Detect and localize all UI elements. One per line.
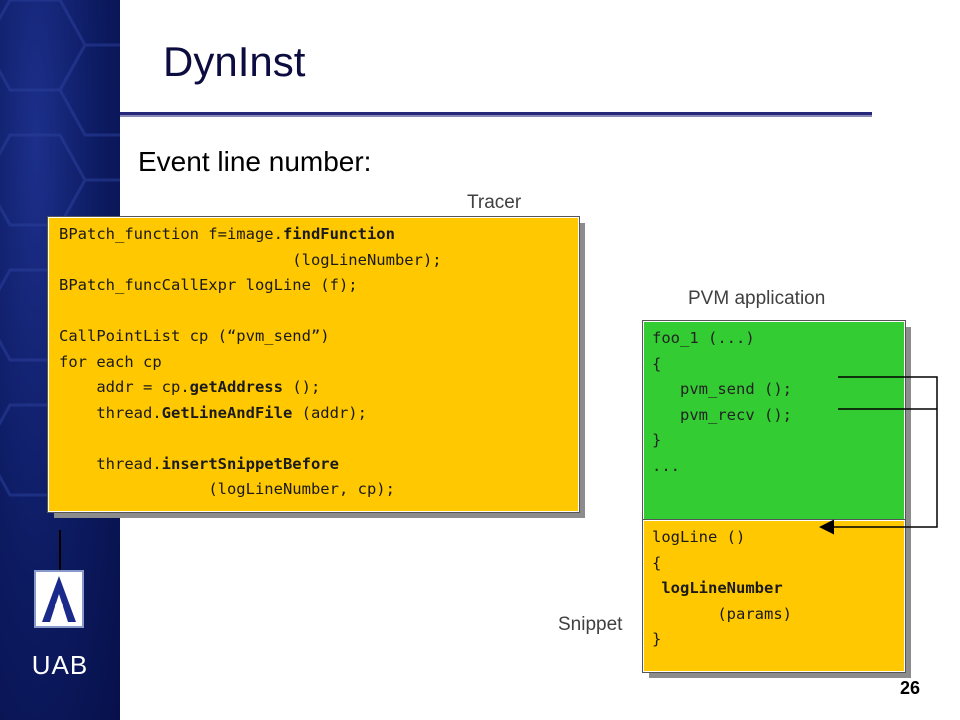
code-line: { [652,553,662,572]
pvm-application-label: PVM application [688,288,826,309]
code-line: foo_1 (...) [652,329,755,347]
snippet-label: Snippet [558,614,623,635]
code-kw: GetLineAndFile [161,403,293,422]
code-kw: insertSnippetBefore [161,454,339,473]
uab-logo [34,570,84,628]
code-post: (); [282,378,321,396]
code-line: thread.GetLineAndFile (addr); [59,401,568,427]
code-post: (logLineNumber, cp); [208,480,395,498]
snippet-code-box: logLine () { logLineNumber (params)} [642,519,906,673]
title-rule-shadow [120,115,872,117]
code-line: } [652,431,662,449]
code-line: pvm_send (); [652,380,792,398]
tracer-label: Tracer [467,192,522,213]
code-pre: CallPointList cp (“pvm_send”) [59,327,330,345]
code-line: logLineNumber [652,579,783,597]
page-number: 26 [900,678,921,698]
slide-title: DynInst [163,38,306,85]
code-line: (logLineNumber); [59,248,568,274]
code-line: (logLineNumber, cp); [59,477,568,503]
code-line: logLine () [652,528,746,546]
code-line: for each cp [59,350,568,376]
code-line: ... [652,456,680,475]
code-line: BPatch_function f=image.findFunction [59,222,568,248]
title-rule [120,112,872,115]
code-post: (logLineNumber); [292,250,442,269]
code-line: { [652,354,662,373]
code-line: addr = cp.getAddress (); [59,375,568,401]
code-pre: for each cp [59,352,162,371]
code-line: CallPointList cp (“pvm_send”) [59,324,568,350]
code-kw: getAddress [189,378,283,396]
code-post: (addr); [292,403,367,422]
code-line: BPatch_funcCallExpr logLine (f); [59,273,568,299]
code-kw: findFunction [282,225,395,243]
pvm-code-box: foo_1 (...) { pvm_send (); pvm_recv ();}.… [642,320,906,521]
code-pre: BPatch_funcCallExpr logLine (f); [59,276,358,294]
code-pre: thread. [59,454,162,473]
code-line: } [652,630,662,648]
code-line: thread.insertSnippetBefore [59,452,568,478]
code-pre: thread. [59,403,162,422]
code-line: (params) [652,604,792,623]
code-line: pvm_recv (); [652,405,792,424]
tracer-code-box: BPatch_function f=image.findFunction (lo… [47,216,580,513]
uab-text: UAB [31,650,89,680]
code-pre: BPatch_function f=image. [59,225,283,243]
code-pre: addr = cp. [59,378,190,396]
slide-subtitle: Event line number: [138,146,372,177]
